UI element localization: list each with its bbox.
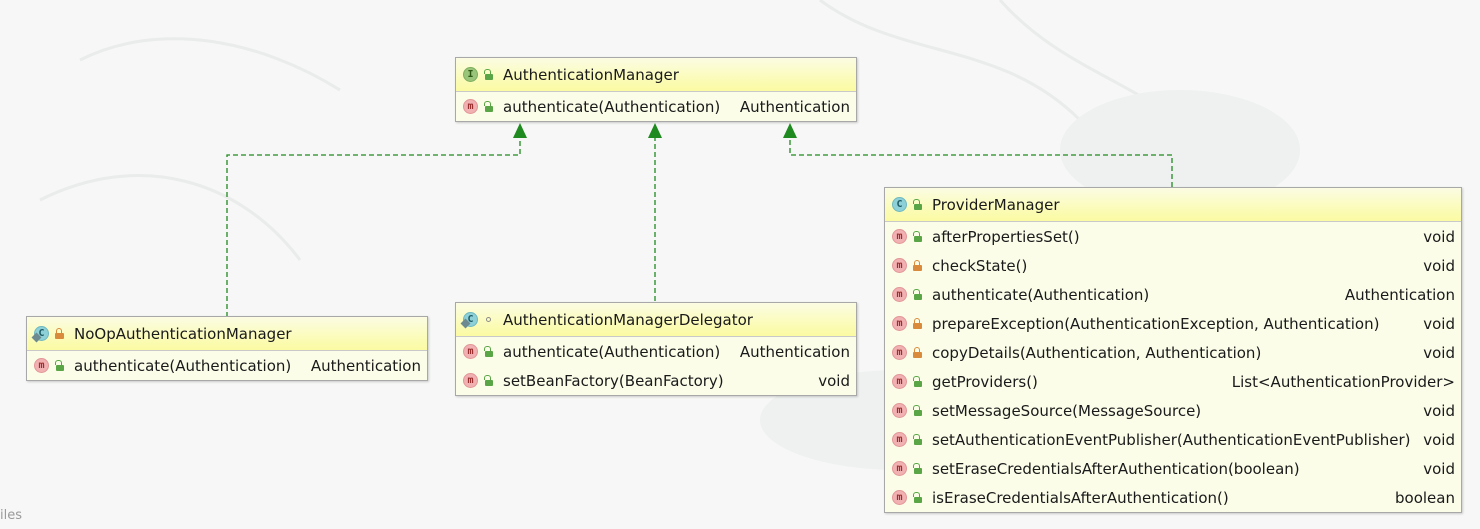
class-name: AuthenticationManagerDelegator (503, 310, 753, 329)
class-box-provider-manager[interactable]: C ProviderManager m afterPropertiesSet()… (884, 187, 1462, 513)
method-signature: authenticate(Authentication) (932, 285, 1150, 304)
method-return-type: Authentication (1344, 285, 1455, 304)
method-icon: m (892, 461, 907, 476)
public-lock-icon (912, 434, 923, 445)
public-lock-icon (483, 375, 494, 386)
method-row[interactable]: m authenticate(Authentication) Authentic… (456, 92, 856, 121)
class-name: ProviderManager (932, 195, 1060, 214)
private-lock-icon (54, 328, 65, 339)
method-signature: getProviders() (932, 372, 1038, 391)
arrowhead-provider-manager (783, 123, 797, 138)
public-lock-icon (912, 289, 923, 300)
abstract-class-icon: C (34, 326, 49, 341)
method-signature: prepareException(AuthenticationException… (932, 314, 1380, 333)
method-return-type: void (1423, 227, 1455, 246)
public-lock-icon (912, 376, 923, 387)
arrowhead-delegator (648, 123, 662, 138)
class-box-noop-authentication-manager[interactable]: C NoOpAuthenticationManager m authentica… (26, 316, 428, 381)
public-lock-icon (912, 405, 923, 416)
method-icon: m (463, 344, 478, 359)
method-icon: m (892, 374, 907, 389)
method-row[interactable]: m authenticate(Authentication) Authentic… (456, 337, 856, 366)
package-visibility-icon (483, 314, 494, 325)
method-row[interactable]: m isEraseCredentialsAfterAuthentication(… (885, 483, 1461, 512)
class-icon: C (892, 197, 907, 212)
method-return-type: Authentication (739, 342, 850, 361)
interface-icon: I (463, 67, 478, 82)
method-return-type: void (1423, 459, 1455, 478)
public-lock-icon (54, 360, 65, 371)
method-icon: m (892, 345, 907, 360)
method-return-type: Authentication (739, 97, 850, 116)
method-signature: copyDetails(Authentication, Authenticati… (932, 343, 1262, 362)
class-name: AuthenticationManager (503, 65, 679, 84)
public-lock-icon (483, 346, 494, 357)
method-signature: setEraseCredentialsAfterAuthentication(b… (932, 459, 1300, 478)
method-icon: m (463, 373, 478, 388)
public-lock-icon (483, 101, 494, 112)
method-icon: m (463, 99, 478, 114)
public-lock-icon (912, 199, 923, 210)
method-icon: m (34, 358, 49, 373)
class-header: C AuthenticationManagerDelegator (456, 303, 856, 337)
method-return-type: void (1423, 430, 1455, 449)
method-return-type: void (1423, 401, 1455, 420)
method-signature: authenticate(Authentication) (503, 342, 721, 361)
public-lock-icon (912, 492, 923, 503)
arrowhead-noop (513, 123, 527, 138)
method-row[interactable]: m setBeanFactory(BeanFactory) void (456, 366, 856, 395)
method-return-type: void (1423, 256, 1455, 275)
method-row[interactable]: m afterPropertiesSet() void (885, 222, 1461, 251)
method-icon: m (892, 490, 907, 505)
method-row[interactable]: m copyDetails(Authentication, Authentica… (885, 338, 1461, 367)
edge-noop-to-authentication-manager (226, 137, 521, 317)
class-box-authentication-manager[interactable]: I AuthenticationManager m authenticate(A… (455, 57, 857, 122)
method-icon: m (892, 258, 907, 273)
method-icon: m (892, 403, 907, 418)
method-return-type: void (1423, 314, 1455, 333)
public-lock-icon (912, 463, 923, 474)
method-icon: m (892, 432, 907, 447)
method-return-type: boolean (1395, 488, 1455, 507)
abstract-class-icon: C (463, 312, 478, 327)
class-header: C NoOpAuthenticationManager (27, 317, 427, 351)
class-header: I AuthenticationManager (456, 58, 856, 92)
method-signature: isEraseCredentialsAfterAuthentication() (932, 488, 1229, 507)
method-signature: setAuthenticationEventPublisher(Authenti… (932, 430, 1411, 449)
private-lock-icon (912, 318, 923, 329)
method-row[interactable]: m authenticate(Authentication) Authentic… (885, 280, 1461, 309)
method-return-type: List<AuthenticationProvider> (1231, 372, 1455, 391)
private-lock-icon (912, 347, 923, 358)
class-box-authentication-manager-delegator[interactable]: C AuthenticationManagerDelegator m authe… (455, 302, 857, 396)
class-name: NoOpAuthenticationManager (74, 324, 292, 343)
method-row[interactable]: m setMessageSource(MessageSource) void (885, 396, 1461, 425)
method-row[interactable]: m checkState() void (885, 251, 1461, 280)
edge-provider-manager-to-authentication-manager (789, 137, 1173, 187)
method-signature: authenticate(Authentication) (74, 356, 292, 375)
public-lock-icon (483, 69, 494, 80)
method-signature: setBeanFactory(BeanFactory) (503, 371, 724, 390)
method-signature: afterPropertiesSet() (932, 227, 1080, 246)
method-row[interactable]: m setEraseCredentialsAfterAuthentication… (885, 454, 1461, 483)
method-row[interactable]: m setAuthenticationEventPublisher(Authen… (885, 425, 1461, 454)
corner-label: iles (0, 508, 22, 523)
method-signature: checkState() (932, 256, 1028, 275)
method-return-type: void (818, 371, 850, 390)
method-row[interactable]: m authenticate(Authentication) Authentic… (27, 351, 427, 380)
public-lock-icon (912, 231, 923, 242)
method-icon: m (892, 287, 907, 302)
method-icon: m (892, 229, 907, 244)
method-signature: setMessageSource(MessageSource) (932, 401, 1202, 420)
private-lock-icon (912, 260, 923, 271)
method-icon: m (892, 316, 907, 331)
method-row[interactable]: m prepareException(AuthenticationExcepti… (885, 309, 1461, 338)
method-row[interactable]: m getProviders() List<AuthenticationProv… (885, 367, 1461, 396)
method-signature: authenticate(Authentication) (503, 97, 721, 116)
method-return-type: Authentication (310, 356, 421, 375)
method-return-type: void (1423, 343, 1455, 362)
class-header: C ProviderManager (885, 188, 1461, 222)
